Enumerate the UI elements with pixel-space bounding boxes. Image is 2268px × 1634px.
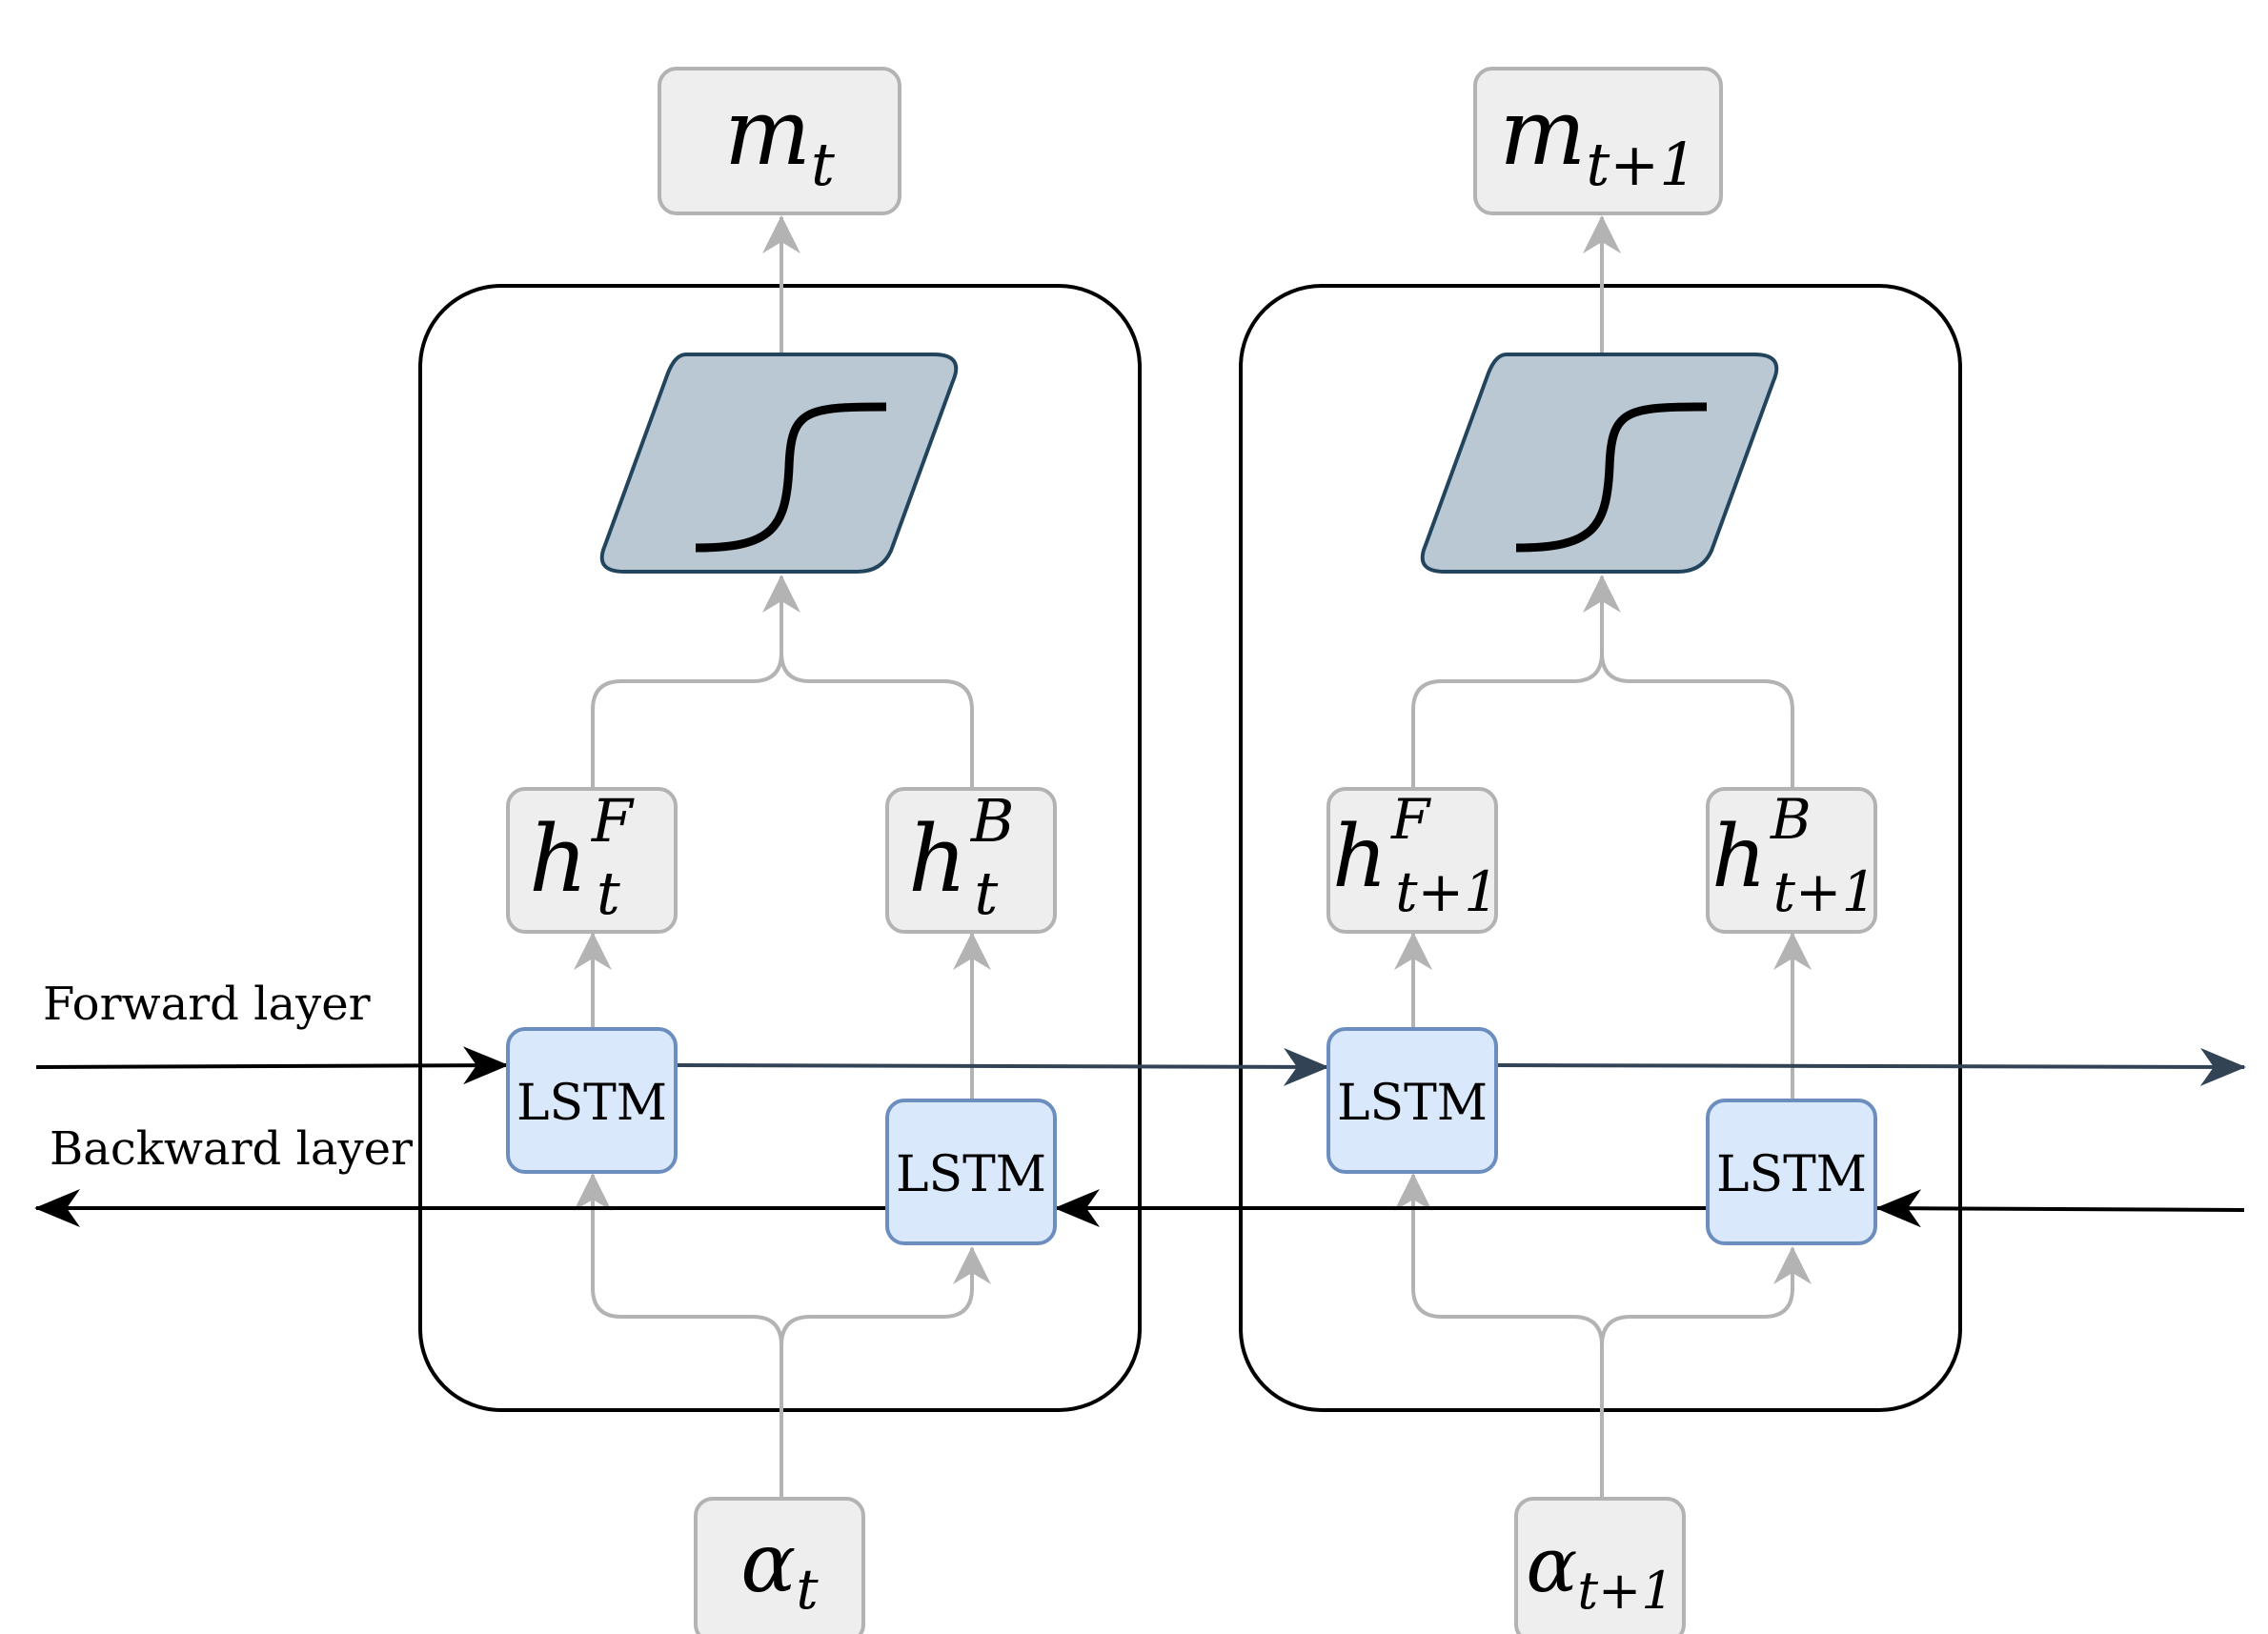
lstm-forward-label-t: LSTM <box>516 1075 667 1132</box>
output-label-t: mt <box>724 79 835 199</box>
output-box-t1 <box>1473 67 1723 215</box>
hidden-forward-box-t1 <box>1326 787 1498 934</box>
lstm-backward-box-t1 <box>1706 1099 1877 1245</box>
output-label-t1: mt+1 <box>1499 79 1696 199</box>
output-box-t <box>658 67 901 215</box>
lstm-forward-box-t1 <box>1326 1027 1498 1174</box>
input-label-t: αt <box>740 1516 819 1622</box>
backward-arrow-in <box>1875 1189 2245 1228</box>
hidden-backward-box-t <box>885 787 1057 934</box>
lstm-forward-box-t <box>506 1027 678 1174</box>
lstm-forward-label-t1: LSTM <box>1337 1075 1488 1132</box>
sigmoid-curve-icon <box>1515 402 1708 553</box>
input-label-t1: αt+1 <box>1526 1521 1673 1621</box>
lstm-backward-label-t1: LSTM <box>1716 1146 1867 1203</box>
backward-layer-label: Backward layer <box>50 1122 413 1176</box>
input-box-t1 <box>1514 1497 1686 1634</box>
connectors-cell-t <box>574 215 991 1499</box>
hidden-backward-box-t1 <box>1706 787 1877 934</box>
connectors-cell-t1 <box>1394 215 1812 1499</box>
sigmoid-activation-t1 <box>1420 353 1779 574</box>
forward-arrow-out <box>1497 1047 2246 1086</box>
lstm-backward-box-t <box>885 1099 1057 1245</box>
lstm-backward-label-t: LSTM <box>896 1146 1046 1203</box>
hidden-forward-box-t <box>506 787 678 934</box>
forward-arrow-mid <box>676 1047 1329 1086</box>
sigmoid-activation-t <box>599 353 959 574</box>
sigmoid-curve-icon <box>695 402 887 553</box>
forward-layer-label: Forward layer <box>43 978 371 1031</box>
input-box-t <box>694 1497 865 1634</box>
forward-arrow-in <box>35 1046 509 1085</box>
